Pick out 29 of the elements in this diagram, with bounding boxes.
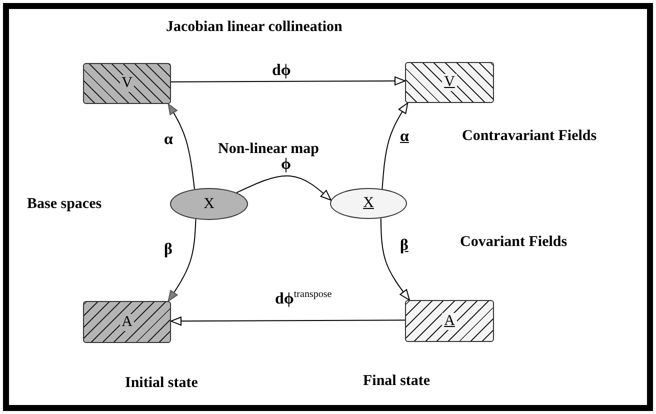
caption-text: Non-linear map [218,141,319,158]
arrow [170,76,406,86]
node-label: A [120,314,134,330]
caption-text: Final state [363,373,430,390]
edge-label: β [398,237,410,255]
arrow [382,102,408,190]
arrow [168,104,196,190]
hatched-box [83,301,171,343]
caption-text: Base spaces [27,196,102,213]
edge-label: dϕ [270,62,293,80]
arrow [170,316,406,326]
caption-text: Covariant Fields [460,234,568,251]
caption-text: Initial state [125,375,198,392]
hatched-box [83,63,171,104]
arrow [236,175,332,201]
ellipse-node [330,188,407,219]
edge-label: ϕ [279,156,293,174]
hatched-box [405,62,494,103]
edge-label: β [162,241,174,259]
node-label: X [361,195,376,212]
arrow [380,218,410,300]
node-label: A [442,312,457,330]
edge-label: dϕ$^{transpose}$ [273,289,334,308]
node-label: V [120,75,134,92]
hatched-box [405,300,494,342]
caption-text: Contravariant Fields [462,128,597,145]
caption-text: Jacobian linear collineation [166,19,342,36]
arrow [168,218,196,302]
node-label: V [442,74,457,91]
